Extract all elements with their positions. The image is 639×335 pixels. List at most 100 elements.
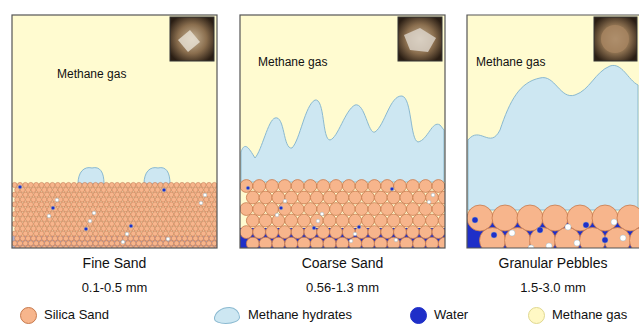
sand-grain xyxy=(115,202,120,207)
sand-grain xyxy=(12,182,17,187)
sand-grain xyxy=(71,241,76,246)
sand-grain xyxy=(117,216,122,221)
sand-grain xyxy=(174,221,179,226)
sand-grain xyxy=(115,241,120,246)
sand-grain xyxy=(101,207,106,212)
sand-grain xyxy=(166,197,171,202)
sand-grain xyxy=(406,226,419,239)
sand-grain xyxy=(467,205,493,231)
sand-grain xyxy=(196,241,201,246)
sand-grain xyxy=(188,216,193,221)
sand-grain xyxy=(188,187,193,192)
sand-grain xyxy=(61,182,66,187)
size-range: 0.56-1.3 mm xyxy=(306,280,379,295)
sand-grain xyxy=(152,221,157,226)
sand-grain xyxy=(23,202,28,207)
pore-bubble xyxy=(349,239,353,243)
sand-grain xyxy=(432,180,445,193)
sand-grain xyxy=(85,226,90,231)
sand-grain xyxy=(74,187,79,192)
sand-grain xyxy=(109,241,114,246)
sand-grain xyxy=(98,192,103,197)
pore-bubble xyxy=(166,237,170,241)
sand-grain xyxy=(177,187,182,192)
sand-grain xyxy=(150,216,155,221)
sand-grain xyxy=(432,226,445,239)
sand-grain xyxy=(134,226,139,231)
sand-grain xyxy=(82,231,87,236)
sand-grain xyxy=(47,236,52,241)
panel-caption: Coarse Sand xyxy=(302,255,384,271)
sand-grain xyxy=(90,207,95,212)
sand-grain xyxy=(115,212,120,217)
panel-caption: Granular Pebbles xyxy=(499,255,608,271)
sand-grain xyxy=(28,212,33,217)
sand-grain xyxy=(198,216,203,221)
grain-group xyxy=(12,182,217,248)
sand-grain xyxy=(77,192,82,197)
sand-grain xyxy=(150,226,155,231)
pore-bubble xyxy=(51,206,55,210)
sand-grain xyxy=(93,241,98,246)
sand-grain xyxy=(109,192,114,197)
sand-grain xyxy=(144,226,149,231)
sand-grain xyxy=(61,231,66,236)
sand-grain xyxy=(190,212,195,217)
sand-grain xyxy=(201,241,206,246)
sand-grain xyxy=(44,202,49,207)
sand-grain xyxy=(131,202,136,207)
sand-grain xyxy=(36,197,41,202)
sand-grain xyxy=(107,236,112,241)
sand-grain xyxy=(66,202,71,207)
sand-grain xyxy=(163,212,168,217)
sand-grain xyxy=(492,205,518,231)
sand-grain xyxy=(169,182,174,187)
pore-bubble xyxy=(279,206,283,210)
sand-grain xyxy=(171,207,176,212)
sand-grain xyxy=(163,182,168,187)
sand-grain xyxy=(298,191,311,204)
sand-grain xyxy=(394,226,407,239)
sand-grain xyxy=(44,182,49,187)
sand-grain xyxy=(42,236,47,241)
sand-grain xyxy=(368,203,381,216)
sand-grain xyxy=(179,202,184,207)
sand-grain xyxy=(28,221,33,226)
sand-grain xyxy=(204,197,209,202)
sand-grain xyxy=(206,212,211,217)
sand-grain xyxy=(150,187,155,192)
sand-grain xyxy=(20,236,25,241)
sand-grain xyxy=(592,205,618,231)
grain-group xyxy=(240,180,445,248)
sand-grain xyxy=(179,192,184,197)
sand-grain xyxy=(298,214,311,227)
sand-grain xyxy=(17,192,22,197)
sand-grain xyxy=(58,216,63,221)
sand-grain xyxy=(50,192,55,197)
sand-grain xyxy=(259,237,272,248)
sand-grain xyxy=(201,182,206,187)
sand-grain xyxy=(31,197,36,202)
sand-grain xyxy=(212,241,217,246)
sand-grain xyxy=(190,231,195,236)
sand-grain xyxy=(266,226,279,239)
photo-inset xyxy=(398,17,442,61)
sand-grain xyxy=(115,221,120,226)
sand-grain xyxy=(109,202,114,207)
sand-grain xyxy=(93,231,98,236)
sand-grain xyxy=(123,216,128,221)
sand-grain xyxy=(125,231,130,236)
sand-grain xyxy=(161,187,166,192)
sand-grain xyxy=(310,237,323,248)
sand-grain xyxy=(17,202,22,207)
sand-grain xyxy=(93,221,98,226)
pore-bubble xyxy=(129,224,133,228)
sand-grain xyxy=(171,187,176,192)
sand-grain xyxy=(342,203,355,216)
sand-grain xyxy=(36,216,41,221)
sand-grain xyxy=(163,241,168,246)
sand-grain xyxy=(158,221,163,226)
sand-grain xyxy=(438,237,445,248)
sand-grain xyxy=(134,197,139,202)
sand-grain xyxy=(90,187,95,192)
